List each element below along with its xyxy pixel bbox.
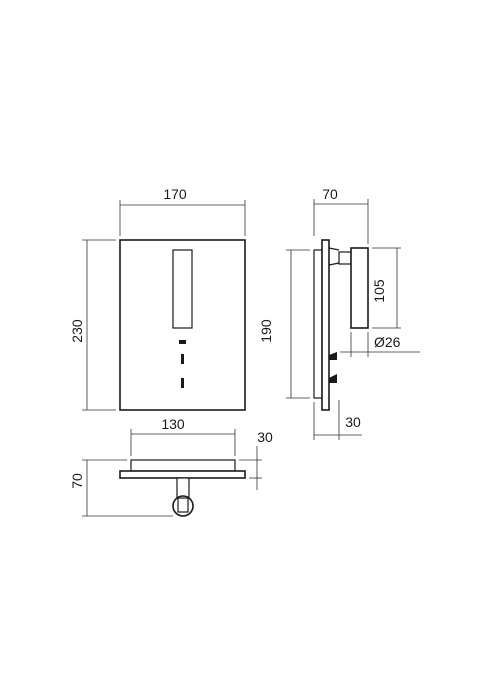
side-front-plate [321, 239, 330, 411]
top-back-plate [130, 459, 236, 472]
front-usb-port-1 [181, 354, 184, 364]
front-switch-button [179, 340, 186, 344]
top-view: 130 30 70 [69, 416, 273, 517]
front-height-dimension: 230 [69, 239, 116, 411]
top-width-label: 130 [161, 416, 185, 432]
side-lamp-head [350, 247, 369, 329]
front-light-slot [172, 249, 193, 329]
top-plate-depth-dimension: 30 [239, 429, 273, 490]
top-lamp-head-inner [177, 497, 189, 513]
arm-height-dimension: 105 [371, 247, 401, 329]
top-plate-depth-label: 30 [257, 429, 273, 445]
top-depth-label: 70 [69, 473, 85, 489]
head-diameter-label: Ø26 [374, 334, 401, 350]
side-arm-joint [338, 251, 352, 265]
arm-height-label: 105 [371, 279, 387, 303]
side-usb [329, 374, 337, 383]
front-usb-port-2 [181, 378, 184, 388]
front-width-dimension: 170 [119, 186, 246, 236]
head-diameter-dimension: Ø26 [340, 332, 420, 357]
side-plate-depth-dimension: 30 [313, 400, 362, 440]
side-depth-label: 70 [322, 186, 338, 202]
front-view: 170 230 [69, 186, 246, 411]
top-width-dimension: 130 [130, 416, 236, 456]
side-plate-depth-label: 30 [345, 414, 361, 430]
top-depth-dimension: 70 [69, 459, 173, 517]
top-front-plate [119, 470, 246, 479]
front-height-label: 230 [69, 319, 85, 343]
side-back-plate [313, 249, 323, 399]
side-switch [329, 352, 337, 360]
side-view: 70 190 105 Ø26 30 [258, 186, 420, 440]
side-height-dimension: 190 [258, 249, 310, 399]
front-width-label: 170 [163, 186, 187, 202]
side-height-label: 190 [258, 319, 274, 343]
side-depth-dimension: 70 [313, 186, 369, 244]
